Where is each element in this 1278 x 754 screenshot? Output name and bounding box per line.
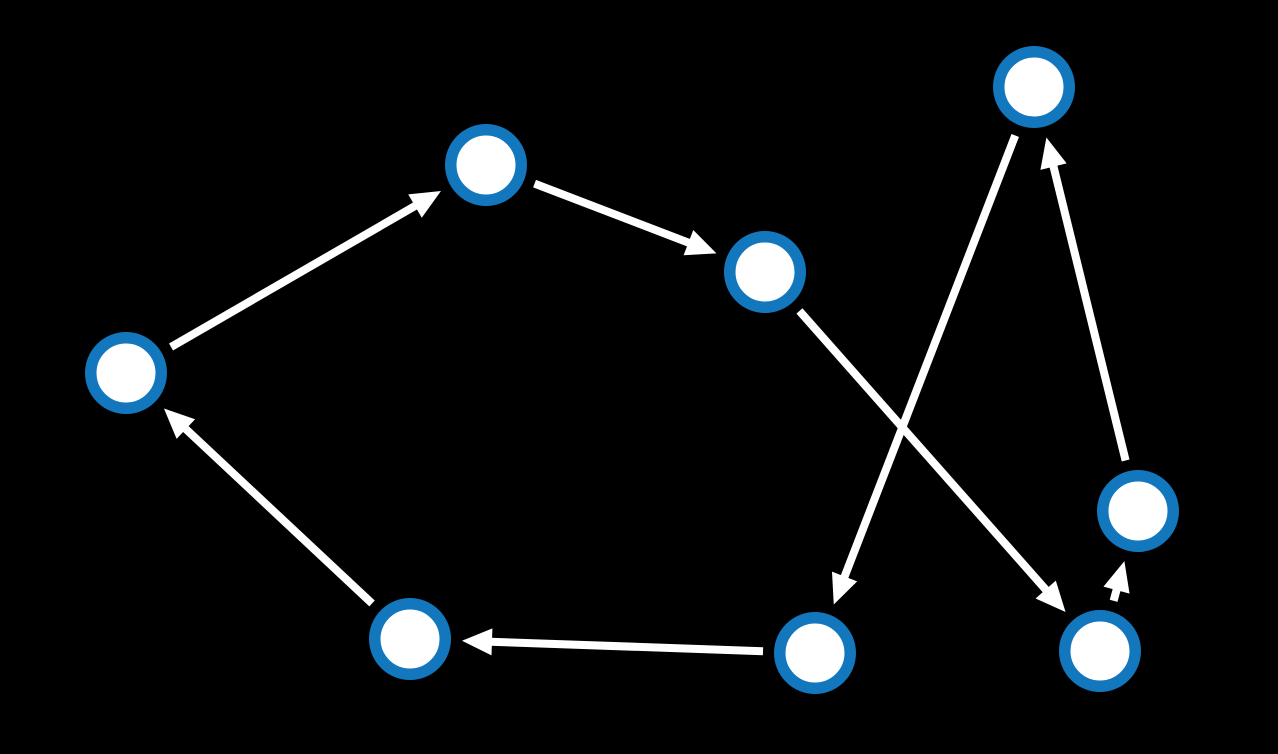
- graph-edge-center-to-bottom-right[interactable]: [796, 308, 1066, 613]
- edge-shaft: [1109, 587, 1121, 602]
- arrowhead-icon: [461, 628, 493, 656]
- graph-node-bottom-left[interactable]: [369, 598, 451, 680]
- edge-shaft: [489, 637, 764, 656]
- edges-layer: [163, 134, 1130, 656]
- arrowhead-icon: [1103, 561, 1130, 594]
- edge-shaft: [840, 134, 1019, 580]
- edge-shaft: [533, 179, 692, 248]
- arrowhead-icon: [831, 571, 858, 605]
- graph-edge-left-to-upper-mid[interactable]: [169, 191, 441, 351]
- graph-node-upper-mid[interactable]: [445, 124, 527, 206]
- arrowhead-icon: [1035, 580, 1066, 613]
- graph-node-center[interactable]: [724, 231, 806, 313]
- arrowhead-icon: [683, 230, 717, 256]
- arrowhead-icon: [408, 191, 441, 218]
- graph-edge-bottom-mid-to-bottom-left[interactable]: [461, 628, 764, 656]
- graph-node-bottom-right[interactable]: [1059, 610, 1141, 692]
- graph-node-bottom-mid[interactable]: [774, 612, 856, 694]
- arrowhead-icon: [163, 408, 196, 439]
- graph-edge-bottom-right-to-right[interactable]: [1103, 561, 1130, 602]
- graph-node-top-right[interactable]: [993, 46, 1075, 128]
- graph-edge-bottom-left-to-left[interactable]: [163, 408, 375, 607]
- edge-shaft: [1049, 163, 1130, 462]
- graph-edge-right-to-top-right[interactable]: [1040, 137, 1130, 462]
- nodes-layer: [85, 46, 1179, 694]
- graph-node-left[interactable]: [85, 332, 167, 414]
- edge-shaft: [181, 424, 375, 607]
- graph-edge-upper-mid-to-center[interactable]: [533, 179, 717, 256]
- graph-edge-top-right-to-bottom-mid[interactable]: [831, 134, 1019, 605]
- edge-shaft: [796, 308, 1051, 594]
- edge-shaft: [169, 201, 419, 351]
- graph-node-right[interactable]: [1097, 470, 1179, 552]
- arrowhead-icon: [1040, 137, 1067, 170]
